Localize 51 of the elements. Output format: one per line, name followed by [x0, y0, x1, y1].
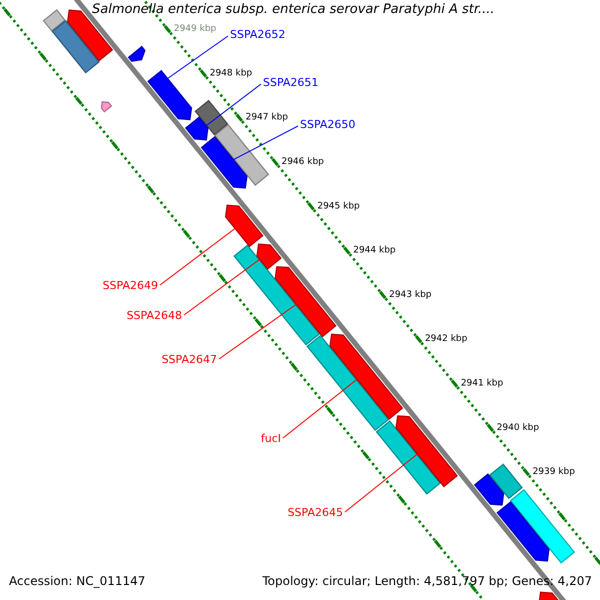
footer-text: Topology: circular; Length: 4,581,797 bp; Genes: 4,207 [262, 574, 592, 588]
leader-line [184, 258, 260, 316]
leader-line [232, 126, 298, 160]
gene-feature [274, 266, 337, 338]
feature-bar [376, 420, 441, 495]
gene-label: SSPA2648 [126, 309, 182, 322]
feature-bar [233, 244, 320, 346]
leader-line [282, 378, 358, 438]
gene-feature [184, 116, 209, 140]
gene-label: SSPA2647 [162, 353, 217, 366]
gene-feature [224, 204, 264, 248]
gene-label: SSPA2650 [300, 118, 356, 131]
scale-label: 2945 kbp [317, 201, 360, 212]
leader-line [218, 304, 297, 360]
scale-label: 2946 kbp [281, 157, 324, 167]
gene-label: SSPA2651 [263, 76, 318, 89]
gene-feature [200, 136, 248, 189]
gene-label: SSPA2652 [230, 28, 286, 41]
scale-label: 2948 kbp [210, 68, 252, 78]
scale-label: 2940 kbp [496, 422, 540, 433]
feature-bar [510, 489, 576, 564]
gene-feature [329, 334, 404, 420]
scale-label: 2944 kbp [353, 246, 396, 256]
scale-label: 2939 kbp [532, 467, 575, 478]
scale-label: 2943 kbp [389, 290, 432, 300]
gene-feature [128, 46, 146, 62]
scale-label: 2941 kbp [460, 378, 504, 388]
gene-label: SSPA2645 [288, 506, 343, 519]
feature-bar [194, 100, 228, 136]
leader-line [167, 36, 228, 79]
feature-bar [306, 334, 390, 432]
leader-line [205, 84, 262, 126]
feature-bar [52, 20, 100, 74]
gene-label: fucI [260, 432, 281, 445]
title: Salmonella enterica subsp. enterica serovar Paratyphi A str.... [92, 2, 495, 17]
leader-line [160, 228, 236, 286]
scale-label: 2949 kbp [174, 24, 216, 34]
leader-line [344, 453, 418, 512]
scale-label: 2942 kbp [424, 334, 468, 344]
gene-feature [100, 101, 112, 113]
gene-feature [256, 243, 282, 270]
feature-bar [489, 463, 523, 500]
feature-bar [214, 124, 270, 186]
gene-feature [147, 70, 192, 120]
gene-label: SSPA2649 [102, 279, 158, 292]
gene-feature [395, 415, 458, 488]
feature-bar [42, 9, 66, 32]
gene-feature [474, 473, 504, 506]
gene-feature [496, 501, 550, 562]
scale-label: 2947 kbp [246, 112, 288, 123]
footer-text: Accession: NC_011147 [9, 574, 146, 588]
